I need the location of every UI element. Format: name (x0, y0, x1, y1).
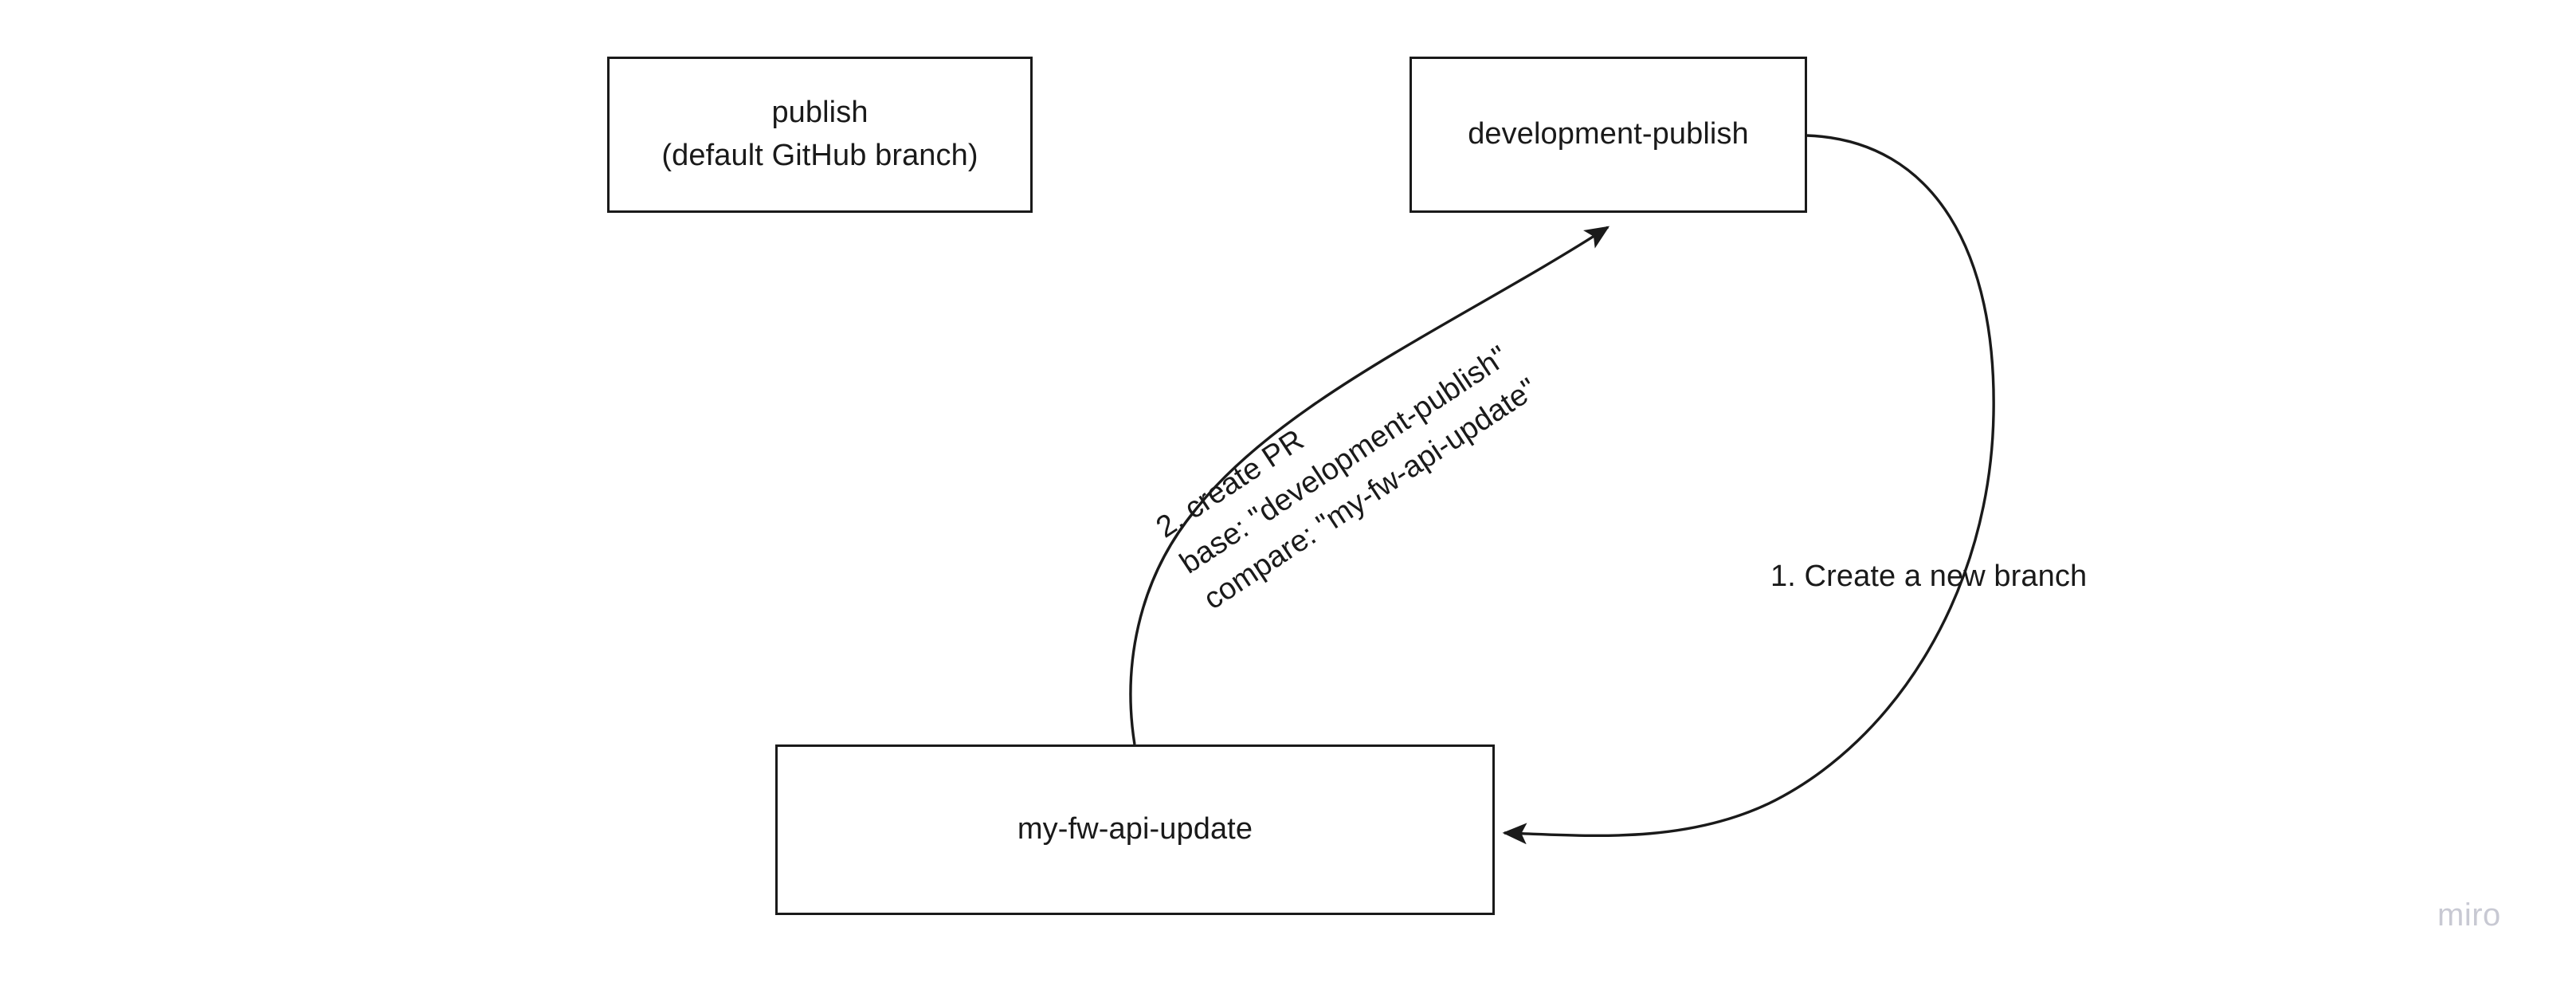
edge-label-create-pr[interactable]: 2. create PR base: "development-publish"… (1150, 340, 1543, 617)
node-my-fw-api-update[interactable]: my-fw-api-update (775, 744, 1495, 915)
node-publish[interactable]: publish (default GitHub branch) (607, 57, 1033, 213)
edge-create-branch-path (1502, 134, 1995, 845)
edge-label-create-branch[interactable]: 1. Create a new branch (1770, 560, 2088, 594)
node-development-publish[interactable]: development-publish (1410, 57, 1807, 213)
miro-watermark: miro (2437, 898, 2501, 933)
